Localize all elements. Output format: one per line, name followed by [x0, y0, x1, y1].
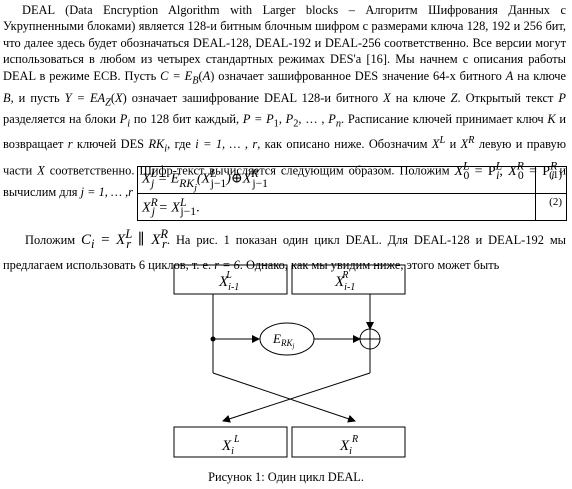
- split-dot: [210, 336, 216, 342]
- equation-2: XRj = XLj−1.: [137, 193, 536, 221]
- equation-row: XLj = ERKj(XLj−1)⊕XRj−1 (1): [137, 166, 567, 194]
- cross-left-to-right: [212, 372, 356, 423]
- box-input-right: [291, 264, 406, 295]
- label-function: ERKj: [272, 331, 294, 350]
- figure-caption: Рисунок 1: Один цикл DEAL.: [208, 470, 364, 484]
- xor-symbol: ⊕: [230, 171, 243, 187]
- paragraph-intro: DEAL (Data Encryption Algorithm with Lar…: [3, 3, 567, 200]
- box-input-left: [173, 264, 288, 295]
- cross-right-to-left: [222, 372, 371, 423]
- equation-1: XLj = ERKj(XLj−1)⊕XRj−1: [137, 166, 536, 194]
- label-input-left: Xi-1L: [218, 270, 239, 293]
- equation-number: (1): [535, 166, 567, 194]
- label-output-left: XiL: [221, 434, 240, 457]
- equation-row: XRj = XLj−1. (2): [137, 193, 567, 221]
- label-input-right: Xi-1R: [334, 270, 355, 293]
- equation-number: (2): [535, 193, 567, 221]
- label-output-right: XiR: [339, 434, 358, 457]
- box-output-left: [173, 426, 288, 458]
- box-output-right: [291, 426, 406, 458]
- deal-round-diagram: Xi-1L Xi-1R ERKj XiL XiR: [173, 264, 406, 458]
- paragraph-rounds: Положим Ci = XLr ∥ XRr. На рис. 1 показа…: [3, 227, 566, 272]
- equation-table: XLj = ERKj(XLj−1)⊕XRj−1 (1) XRj = XLj−1.…: [137, 166, 567, 221]
